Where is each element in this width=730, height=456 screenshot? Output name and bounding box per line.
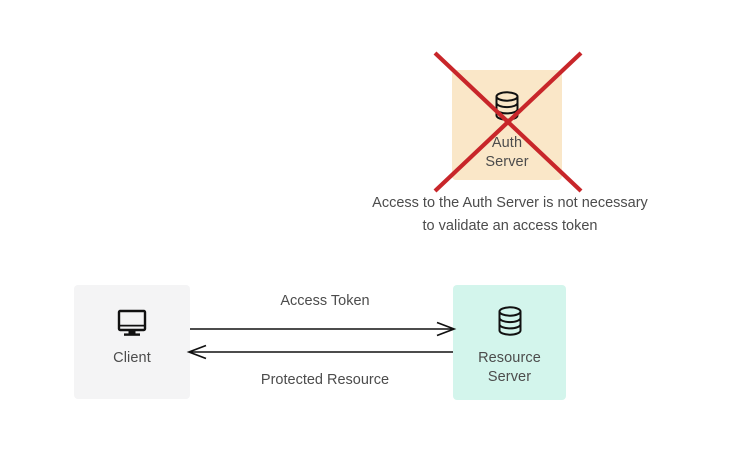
node-client: Client [74,285,190,399]
node-resource-server: Resource Server [453,285,566,400]
auth-server-caption: Access to the Auth Server is not necessa… [372,195,648,234]
monitor-icon [117,309,147,336]
node-auth-server: Auth Server [452,70,562,180]
database-icon [498,306,521,336]
edge-label-protected-resource: Protected Resource [260,372,390,388]
node-auth-server-label: Auth Server [485,135,529,170]
edge-protected-resource [186,344,453,360]
edge-label-access-token: Access Token [280,293,370,309]
node-resource-server-label: Resource Server [478,350,541,385]
node-client-label: Client [113,350,151,366]
database-icon [495,91,519,121]
edge-access-token [190,321,457,337]
